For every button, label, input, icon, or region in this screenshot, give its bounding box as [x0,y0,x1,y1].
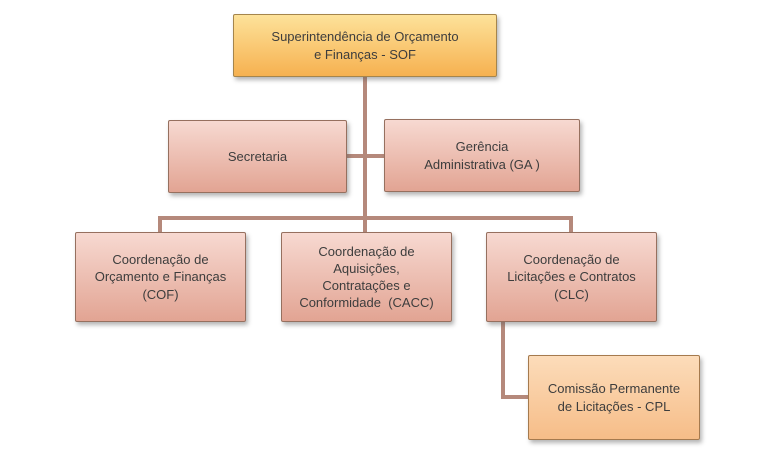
org-node-cacc: Coordenação de Aquisições, Contratações … [281,232,452,322]
org-node-secretaria: Secretaria [168,120,347,193]
connector-secretaria-ga-horizontal [347,154,384,158]
org-node-ga: Gerência Administrativa (GA ) [384,119,580,192]
connector-clc-cpl-horizontal [501,395,528,399]
org-node-cof: Coordenação de Orçamento e Finanças (COF… [75,232,246,322]
org-node-cpl: Comissão Permanente de Licitações - CPL [528,355,700,440]
connector-cof-stub [158,216,162,232]
org-node-clc: Coordenação de Licitações e Contratos (C… [486,232,657,322]
connector-clc-cpl-vertical [501,322,505,399]
connector-clc-stub [569,216,573,232]
connector-level3-distribution [158,216,573,220]
org-node-sof: Superintendência de Orçamento e Finanças… [233,14,497,77]
